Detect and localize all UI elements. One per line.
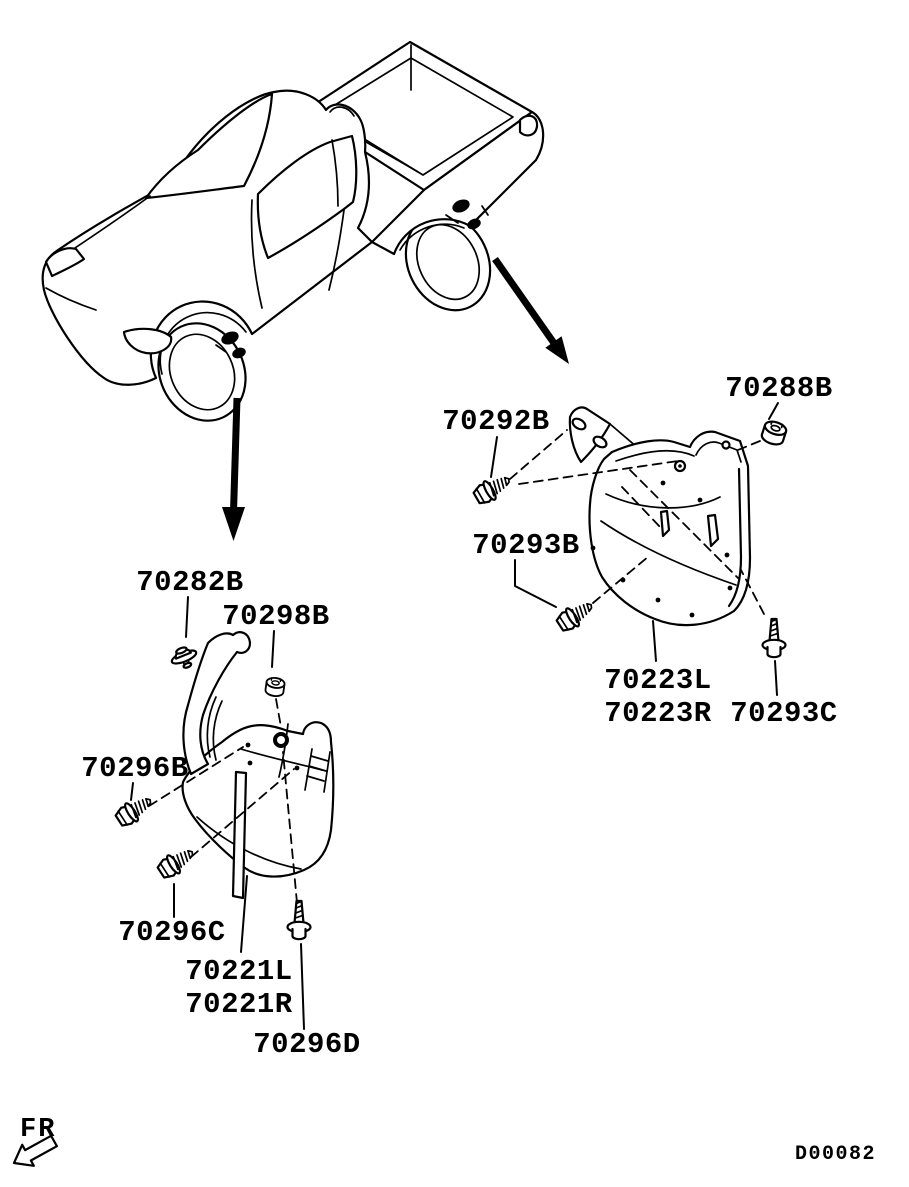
align-dash-70293B — [592, 555, 650, 604]
bed-side-panel — [370, 110, 545, 256]
arrow-to-front-assembly — [222, 397, 245, 541]
align-dash-70292B-a — [509, 429, 568, 480]
diagram-code: D00082 — [795, 1143, 876, 1166]
part-label-70293C: 70293C — [730, 697, 837, 730]
front-wheel-rim — [168, 333, 236, 411]
vehicle-illustration — [41, 40, 545, 422]
tail-lamp — [518, 114, 539, 137]
flap-holes — [245, 742, 300, 771]
bumper-line — [45, 287, 97, 311]
bed-rim-inner — [321, 57, 514, 176]
part-label-70296C: 70296C — [118, 916, 225, 949]
screw-70293C — [761, 617, 787, 659]
part-label-70292B: 70292B — [442, 405, 549, 438]
mounting-bracket — [182, 631, 252, 900]
leader-70298B — [271, 630, 275, 668]
part-label-70221R: 70221R — [185, 988, 293, 1021]
align-dash-70292B-b — [518, 460, 679, 485]
leader-70293B — [514, 559, 557, 608]
rear-arch-lip — [399, 223, 465, 251]
arrow-to-rear-assembly — [492, 256, 569, 364]
nut-70288B — [759, 418, 789, 448]
part-label-70288B: 70288B — [725, 372, 832, 405]
part-label-70223L: 70223L — [604, 664, 711, 697]
part-label-70293B: 70293B — [472, 529, 579, 562]
bolt-70293B — [553, 595, 599, 636]
part-label-70221L: 70221L — [185, 955, 292, 988]
part-label-70298B: 70298B — [222, 600, 329, 633]
fr-arrow-icon — [12, 1134, 59, 1167]
align-dash-70296B — [148, 746, 244, 807]
front-mudguard-flap — [181, 721, 335, 878]
grommet-70298B — [263, 675, 287, 699]
screw-70296D — [286, 899, 312, 941]
leader-70296B — [130, 782, 134, 801]
part-label-70223R: 70223R — [604, 697, 712, 730]
headrest-line — [329, 106, 355, 117]
fog-lamp — [122, 327, 173, 355]
leader-70282B — [185, 596, 189, 638]
fr-direction-indicator: FR — [12, 1115, 59, 1167]
align-dash-70296D — [282, 751, 298, 904]
screw-70296C — [154, 842, 200, 883]
align-dash-70296C — [190, 768, 295, 858]
truck-bed — [301, 40, 545, 256]
front-arch-lip — [159, 311, 247, 375]
front-wheel-mudguard-marks — [215, 331, 246, 359]
screw-70296B — [112, 790, 158, 831]
leader-70223 — [652, 620, 657, 662]
bolt-70292B — [470, 469, 516, 509]
door-rear-edge — [328, 209, 345, 291]
front-mudguard-assembly: 70282B 70298B 70296B 70296C 70221L 70221… — [81, 566, 360, 1061]
leader-70296D — [300, 943, 305, 1030]
side-windows — [256, 134, 358, 260]
rear-mudguard-flap — [588, 430, 752, 627]
grommet-hole — [273, 732, 289, 748]
part-label-70296B: 70296B — [81, 752, 188, 785]
part-label-70282B: 70282B — [136, 566, 243, 599]
rear-wheel-mudguard-marks — [445, 199, 489, 230]
clip-70282B — [167, 642, 202, 674]
align-dash-70288B — [732, 440, 761, 453]
leader-70221 — [240, 875, 248, 953]
align-dash-70298B — [275, 698, 282, 728]
leader-70288B — [768, 402, 779, 420]
align-dash-70293C — [740, 569, 765, 615]
flap-holes — [590, 480, 733, 618]
windshield — [144, 92, 274, 200]
leader-70293C — [774, 660, 778, 696]
headlight — [44, 247, 86, 278]
window-divider — [331, 139, 339, 207]
part-label-70296D: 70296D — [253, 1028, 360, 1061]
bracket-plate — [568, 406, 639, 464]
leader-70292B — [490, 436, 498, 478]
rear-mudguard-assembly: 70292B 70288B 70293B 70223L 70223R 70293… — [442, 372, 837, 730]
door-front-edge — [250, 199, 263, 309]
